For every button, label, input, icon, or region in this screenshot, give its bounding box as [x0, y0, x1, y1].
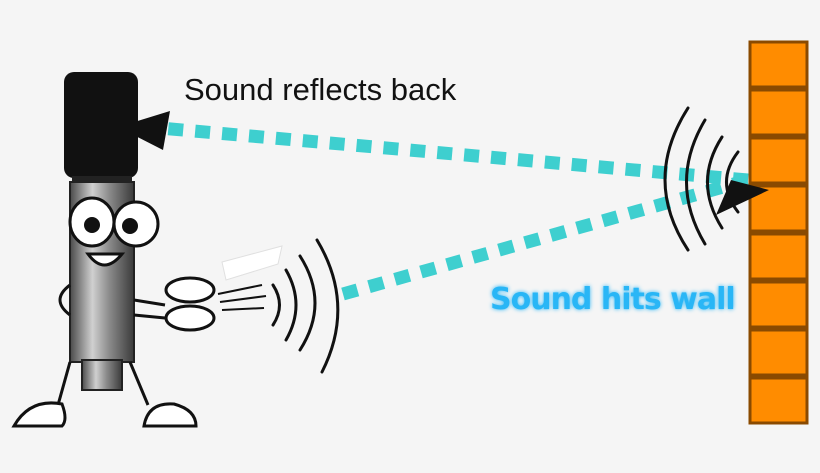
mic-head [64, 72, 138, 178]
microphone-character [11, 72, 198, 428]
sound-waves-icon [271, 238, 340, 374]
wall-hit-caption: Sound hits wall [490, 282, 736, 317]
mic-neck [72, 176, 132, 184]
clap-hands-icon [164, 245, 283, 332]
reflected-sound-path [159, 121, 749, 187]
reflection-caption: Sound reflects back [184, 72, 457, 107]
brick-wall [748, 40, 809, 425]
sound-path [159, 121, 750, 301]
mic-tail [81, 359, 123, 391]
arrow-head-icon [118, 111, 170, 150]
sound-waves-icon [663, 106, 740, 252]
arrow-head-icon [716, 180, 769, 215]
